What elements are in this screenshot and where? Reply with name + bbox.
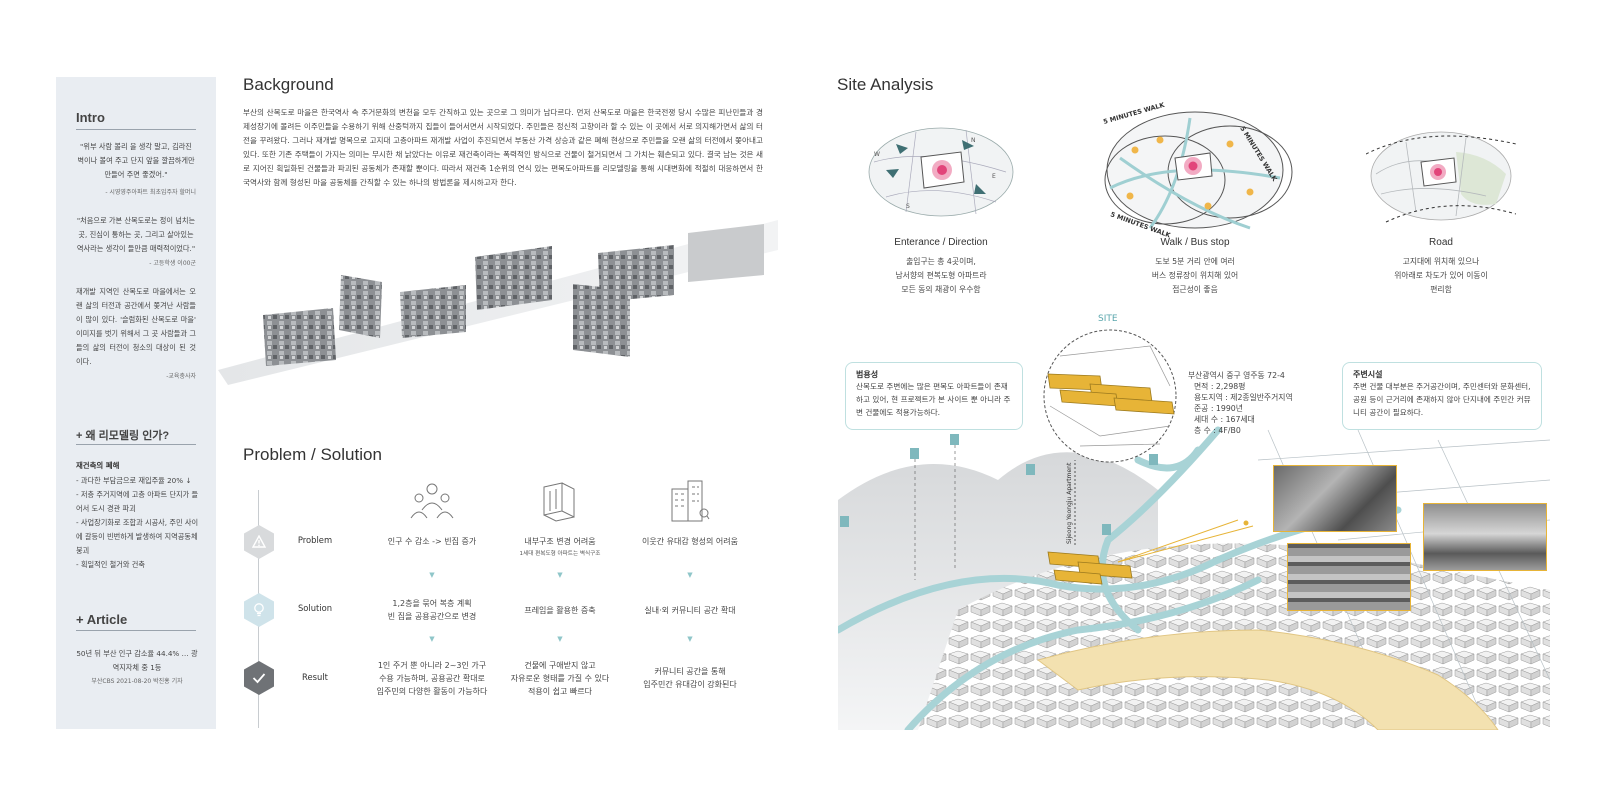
callout-versatility: 범용성 산복도로 주변에는 많은 편복도 아파트들이 존재하고 있어, 현 프로…	[845, 362, 1023, 430]
divider	[76, 444, 196, 445]
list-item: - 저층 주거지역에 고층 아파트 단지가 들어서 도시 경관 파괴	[76, 490, 199, 513]
down-arrow-icon: ▼	[429, 635, 435, 643]
problem-cell-2: 내부구조 변경 어려움	[524, 537, 596, 546]
svg-text:W: W	[874, 151, 880, 158]
svg-text:S: S	[906, 203, 910, 210]
row-label-problem: Problem	[297, 535, 333, 545]
site-info-completion: 준공 : 1990년	[1194, 404, 1243, 413]
intro-quote-3-source: -교육충사자	[166, 373, 196, 380]
row-label-solution: Solution	[297, 603, 333, 613]
solution-cell-3: 실내·외 커뮤니티 공간 확대	[644, 606, 736, 615]
apartment-building-icon	[671, 480, 710, 522]
callout-title: 범용성	[856, 370, 879, 379]
why-remodel-subtitle: 재건축의 폐해	[76, 461, 120, 470]
people-icon	[410, 483, 454, 519]
down-arrow-icon: ▼	[687, 635, 693, 643]
intro-panel	[56, 77, 216, 729]
down-arrow-icon: ▼	[687, 571, 693, 579]
why-remodel-list: - 과다한 부담금으로 재입주율 20% ↓ - 저층 주거지역에 고층 아파트…	[76, 474, 200, 572]
site-photo-street	[1273, 465, 1397, 532]
list-item: - 사업장기화로 조합과 시공사, 주민 사이에 갈등이 빈번하게 발생하여 지…	[76, 518, 199, 555]
site-info-address: 부산광역시 중구 영주동 72-4	[1188, 371, 1285, 380]
intro-quote-2-source: - 고등학생 이00군	[149, 260, 196, 267]
background-title: Background	[243, 75, 334, 94]
callout-surroundings: 주변시설 주변 건물 대부분은 주거공간이며, 주민센터와 문화센터, 공원 등…	[1342, 362, 1542, 430]
site-label: SITE	[1098, 314, 1118, 324]
wall-structure-icon	[543, 482, 575, 522]
intro-quote-1: "위부 사람 볼리 을 생각 말고, 김라진 벽이나 볼여 주고 단지 앞을 깔…	[77, 142, 195, 179]
problem-cell-1: 인구 수 감소 -> 빈집 증가	[387, 537, 477, 546]
result-cell-3: 커뮤니티 공간을 통해 입주민간 유대감이 강화된다	[643, 667, 737, 689]
photo	[688, 224, 764, 282]
down-arrow-icon: ▼	[429, 571, 435, 579]
solution-cell-1: 1,2층을 묶어 복층 계획 빈 집을 공용공간으로 변경	[387, 599, 477, 621]
site-analysis-title: Site Analysis	[837, 75, 934, 94]
intro-quote-2: "처음으로 가본 산복도로는 정이 넘치는 곳, 진심이 통하는 곳, 그리고 …	[76, 216, 196, 253]
list-item: - 과다한 부담금으로 재입주율 20% ↓	[76, 476, 192, 485]
intro-title: Intro	[76, 110, 105, 125]
article-title: + Article	[76, 612, 128, 627]
site-info-area: 면적 : 2,298평	[1194, 382, 1246, 391]
road-map	[1366, 131, 1516, 223]
photo	[339, 275, 382, 338]
intro-quote-3: 재개발 지역인 산복도로 마을에서는 오랜 삶의 터전과 공간에서 쫓겨난 사람…	[76, 287, 196, 366]
list-item: - 획일적인 철거와 건축	[76, 560, 145, 569]
site-info-households: 세대 수 : 167세대	[1194, 415, 1255, 424]
problem-solution-title: Problem / Solution	[243, 445, 382, 464]
photo	[573, 284, 630, 357]
result-cell-2: 건물에 구애받지 않고 자유로운 형태를 가질 수 있다 적용이 쉽고 빠르다	[510, 661, 610, 696]
row-label-result: Result	[302, 672, 328, 682]
article-source: 부산CBS 2021-08-20 박진홍 기자	[91, 678, 183, 685]
site-zoom-circle	[1043, 329, 1177, 463]
callout-text: 산복도로 주변에는 많은 편복도 아파트들이 존재하고 있어, 현 프로젝트가 …	[856, 382, 1011, 417]
callout-title: 주변시설	[1353, 370, 1383, 379]
warning-icon	[244, 525, 274, 559]
background-text: 부산의 산복도로 마을은 한국역사 속 주거문화의 변천을 모두 간직하고 있는…	[243, 108, 763, 187]
map-title-walk: Walk / Bus stop	[1160, 237, 1230, 248]
divider	[76, 129, 196, 130]
checkmark-icon	[244, 661, 274, 695]
map-title-road: Road	[1429, 237, 1453, 248]
site-photo-neighborhood	[1423, 503, 1547, 571]
problem-cell-2-note: 1세대 편복도형 아파트는 벽식구조	[519, 551, 601, 557]
site-info-zoning: 용도지역 : 제2종일반주거지역	[1194, 393, 1293, 402]
map-desc-road: 고지대에 위치해 있으나 위아래로 차도가 있어 이동이 편리함	[1394, 257, 1488, 294]
intro-quote-1-source: - 시영영주아파트 최초입주자 할머니	[105, 189, 196, 196]
svg-text:E: E	[992, 173, 996, 180]
walk-bus-stop-map: 5 MINUTES WALK 5 MINUTES WALK 5 MINUTES …	[1102, 101, 1293, 238]
article-text: 50년 뒤 부산 인구 감소율 44.4% … 광역지자체 중 1등	[76, 649, 198, 672]
divider	[76, 630, 196, 631]
result-cell-1: 1인 주거 뿐 아니라 2~3인 가구 수용 가능하며, 공용공간 확대로 입주…	[376, 661, 488, 696]
entrance-direction-map: W N S E	[868, 127, 1014, 217]
photo	[598, 245, 674, 302]
map-desc-entrance: 출입구는 총 4곳이며, 남서향의 편복도형 아파트라 모든 동의 채광이 우수…	[895, 257, 987, 294]
photo	[400, 285, 466, 338]
solution-cell-2: 프레임을 활용한 증축	[524, 606, 596, 615]
timeline-photo-illustration	[218, 220, 778, 385]
map-desc-walk: 도보 5분 거리 안에 여러 버스 정류장이 위치해 있어 접근성이 좋음	[1151, 257, 1239, 294]
down-arrow-icon: ▼	[557, 571, 563, 579]
why-remodel-title: + 왜 리모델링 인가?	[76, 430, 170, 442]
photo	[263, 308, 336, 366]
site-photo-corridor	[1287, 543, 1411, 611]
problem-cell-3: 이웃간 유대감 형성의 어려움	[642, 537, 738, 546]
lightbulb-icon	[244, 593, 274, 627]
callout-text: 주변 건물 대부분은 주거공간이며, 주민센터와 문화센터, 공원 등이 근거리…	[1353, 382, 1531, 417]
building-label: Sijeong Yeongju Apartment	[1066, 462, 1073, 544]
photo	[475, 246, 552, 310]
svg-text:N: N	[971, 137, 976, 144]
site-info-list: 부산광역시 중구 영주동 72-4 면적 : 2,298평 용도지역 : 제2종…	[1188, 370, 1328, 436]
site-info-floors: 층 수 : 4F/B0	[1194, 426, 1241, 435]
down-arrow-icon: ▼	[557, 635, 563, 643]
map-title-entrance: Enterance / Direction	[894, 237, 988, 248]
